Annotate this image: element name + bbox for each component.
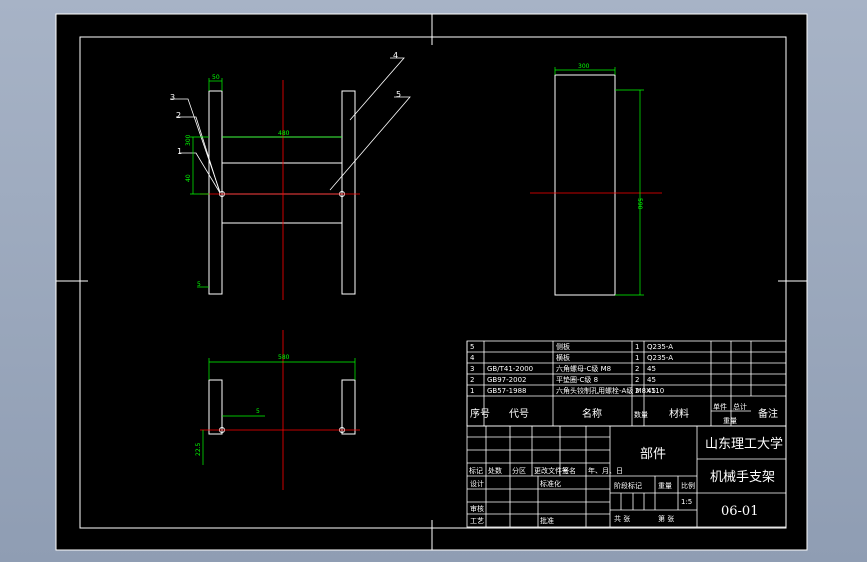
- front-view: 3 2 1 4 5 50 480 300 40 5: [170, 51, 411, 300]
- dim-front-vert-lower: 40: [185, 174, 192, 182]
- role-standardize: 标准化: [540, 479, 561, 488]
- bom-cell-name: 横板: [556, 353, 570, 362]
- bom-cell-qty: 1: [635, 354, 639, 362]
- centering-marks: [56, 14, 807, 550]
- school-name: 山东理工大学: [705, 436, 783, 452]
- dim-bottom-offset: 22.5: [195, 442, 202, 456]
- rev-header: 分区: [512, 466, 526, 475]
- bom-cell-code: GB57-1988: [487, 387, 526, 395]
- leader-2: 2: [176, 111, 181, 120]
- weight-label: 重量: [658, 482, 672, 490]
- bom-cell-material: Q235-A: [647, 343, 673, 351]
- scale-value: 1:5: [681, 498, 692, 506]
- leader-1: 1: [177, 147, 182, 156]
- rev-header: 处数: [488, 466, 502, 475]
- bom-header-remark: 备注: [758, 407, 778, 420]
- bom-header-material: 材料: [669, 407, 689, 420]
- dim-front-vert-upper: 300: [185, 134, 192, 146]
- part-label: 部件: [640, 447, 666, 462]
- bom-cell-qty: 2: [635, 387, 639, 395]
- bom-header-weight: 重量: [723, 417, 737, 425]
- bom-cell-code: GB97-2002: [487, 376, 526, 384]
- rev-header: 更改文件号: [534, 466, 569, 475]
- dim-side-width: 300: [578, 63, 590, 70]
- leader-3: 3: [170, 93, 175, 102]
- bom-cell-no: 3: [470, 365, 474, 373]
- bom-header-name: 名称: [582, 407, 602, 420]
- bom-header-code: 代号: [509, 408, 529, 420]
- leader-5: 5: [396, 90, 401, 99]
- sheet-total: 共 张: [614, 514, 630, 523]
- bom-cell-name: 侧板: [556, 342, 570, 351]
- dim-front-span: 480: [278, 130, 290, 137]
- bom-cell-no: 5: [470, 343, 474, 351]
- sheet-no: 第 张: [658, 514, 674, 523]
- bom-cell-name: 平垫圈-C级 8: [556, 375, 598, 384]
- stage-label: 阶段标记: [614, 481, 642, 490]
- role-review: 审核: [470, 504, 484, 513]
- bom-cell-no: 2: [470, 376, 474, 384]
- bom-cell-no: 1: [470, 387, 474, 395]
- dim-front-top: 50: [212, 74, 220, 81]
- bom-cell-no: 4: [470, 354, 475, 362]
- bom-header-weight-total: 总计: [733, 402, 747, 411]
- role-process: 工艺: [470, 517, 484, 525]
- bom-header-no: 序号: [470, 407, 490, 420]
- top-view: 580 5 22.5: [195, 330, 360, 490]
- rev-header: 签名: [562, 466, 576, 475]
- dim-front-small: 5: [197, 281, 201, 288]
- dim-bottom-small: 5: [256, 408, 260, 415]
- bom-cell-name: 六角头铰制孔用螺栓-A级 M8X110: [556, 386, 664, 395]
- bom-cell-name: 六角螺母-C级 M8: [556, 364, 611, 373]
- drawing-number: 06-01: [721, 504, 758, 519]
- title-block: 标记处数分区更改文件号签名年、月、日 设计 标准化 审核 工艺 批准 阶段标记 …: [466, 425, 787, 528]
- bom-header-qty: 数量: [634, 410, 648, 419]
- sheet-border: [55, 13, 808, 551]
- inner-frame: [79, 36, 787, 529]
- rev-header: 年、月、日: [588, 466, 623, 475]
- bom-cell-material: Q235-A: [647, 354, 673, 362]
- role-approve: 批准: [540, 516, 554, 525]
- bom-cell-code: GB/T41-2000: [487, 365, 533, 373]
- bom-cell-material: 45: [647, 365, 656, 373]
- dim-bottom-span: 580: [278, 354, 290, 361]
- rev-header: 标记: [469, 466, 483, 475]
- bom-cell-material: 45: [647, 376, 656, 384]
- bom-cell-material: 45: [647, 387, 656, 395]
- side-view: 300 590: [530, 63, 662, 296]
- leader-4: 4: [393, 51, 398, 60]
- bom-cell-qty: 1: [635, 343, 639, 351]
- bom-cell-qty: 2: [635, 376, 639, 384]
- bom-header-weight-each: 单件: [713, 402, 727, 411]
- role-design: 设计: [470, 479, 484, 488]
- bom-cell-qty: 2: [635, 365, 639, 373]
- dim-side-height: 590: [636, 198, 643, 210]
- drawing-title: 机械手支架: [710, 470, 775, 485]
- scale-label: 比例: [681, 481, 695, 490]
